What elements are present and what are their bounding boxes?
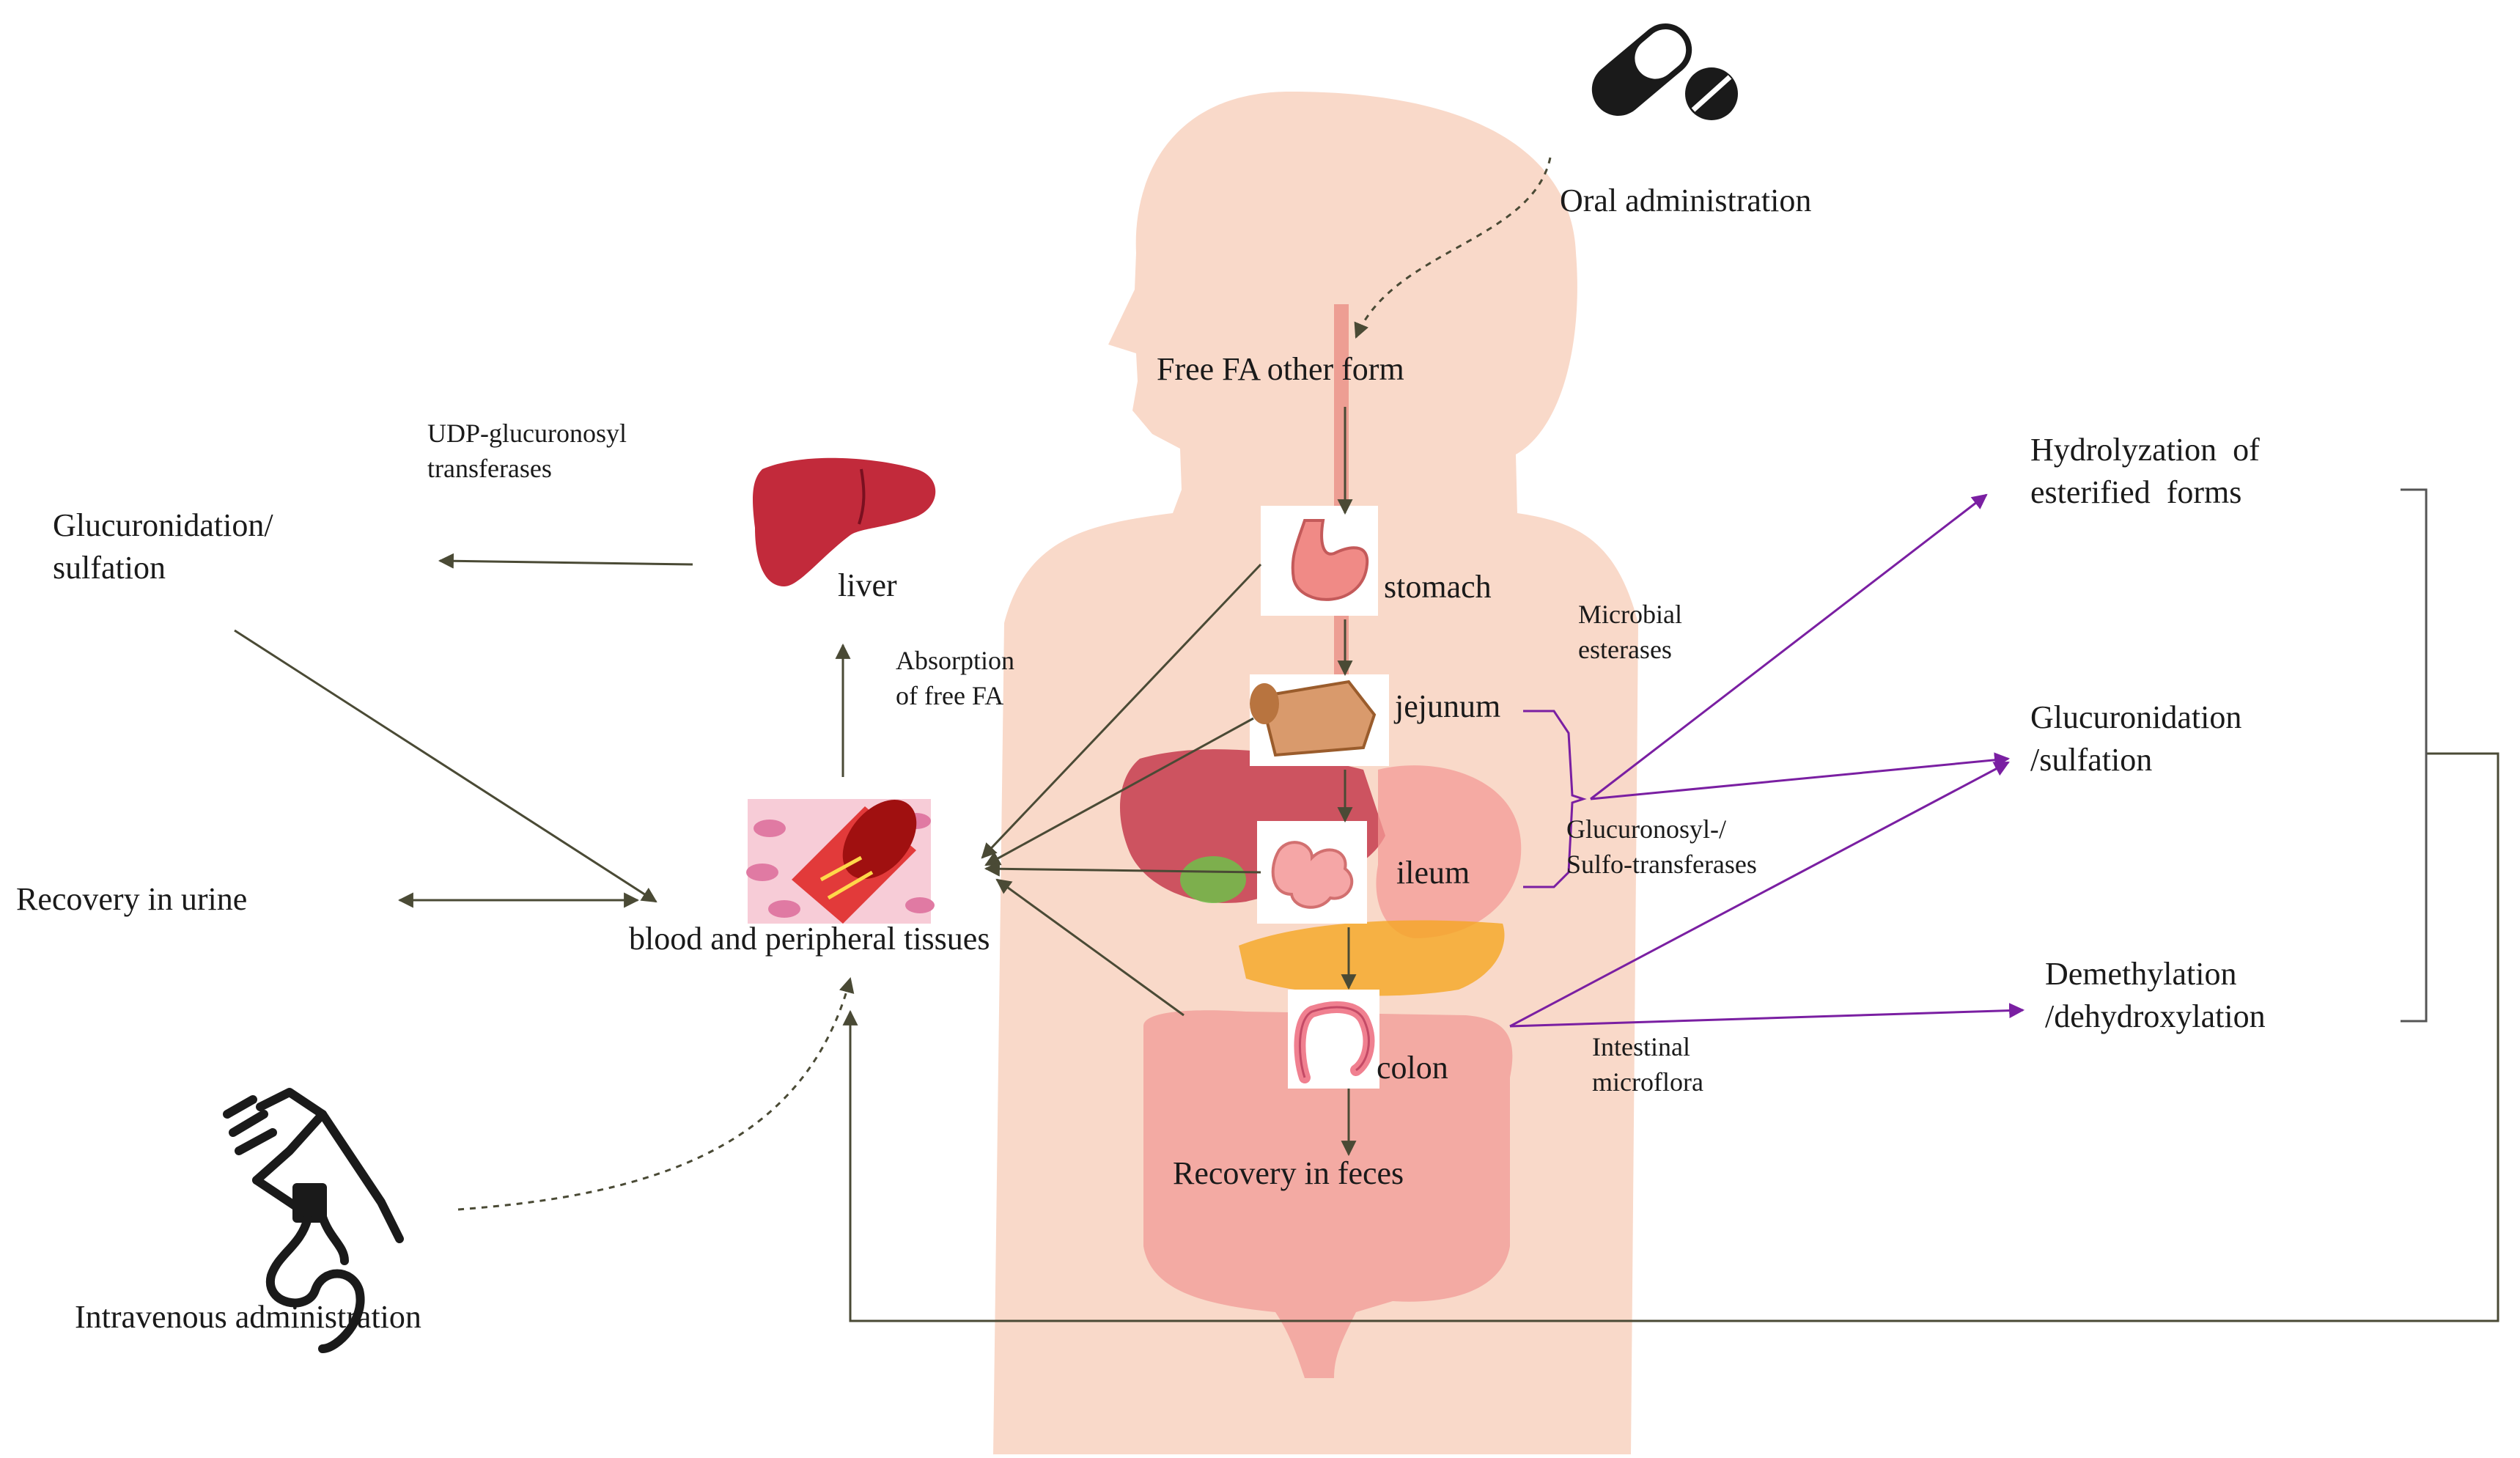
- label-oral-administration: Oral administration: [1560, 183, 1812, 218]
- label-glucuronosyl-sulfo-transferases: Glucuronosyl-/ Sulfo-transferases: [1566, 814, 1757, 879]
- label-recovery-in-feces: Recovery in feces: [1173, 1155, 1404, 1191]
- colon-icon: [1288, 990, 1379, 1089]
- label-ileum: ileum: [1396, 855, 1470, 891]
- iv-drip-arm-icon: [223, 1088, 404, 1353]
- background-stomach-shape: [1376, 765, 1522, 938]
- background-gallbladder-shape: [1180, 856, 1246, 903]
- arrow-ileum-blood: [984, 861, 1261, 877]
- arrow-liver-glucuronidation: [438, 553, 693, 569]
- jejunum-ileum-bracket: [1523, 710, 1587, 888]
- arrow-colon-to-demethylation: [1509, 1003, 2025, 1028]
- arrow-feedback-loop: [842, 752, 2499, 1322]
- label-glucuronidation-right: Glucuronidation /sulfation: [2030, 699, 2242, 778]
- iv-route-curve: [457, 976, 855, 1211]
- label-intestinal-microflora: Intestinal microflora: [1592, 1032, 1703, 1097]
- label-colon: colon: [1377, 1050, 1448, 1086]
- label-udp-glucuronosyl-transferases: UDP-glucuronosyl transferases: [427, 419, 627, 483]
- arrow-glucuronidation-blood: [234, 629, 657, 903]
- label-liver: liver: [838, 567, 897, 603]
- arrow-to-hydrolyzation: [1590, 493, 1988, 800]
- right-group-bracket: [2401, 488, 2428, 1023]
- jejunum-icon: [1250, 674, 1389, 766]
- arrow-to-glucuronidation: [1590, 752, 2011, 800]
- purple-arrows: [1509, 493, 2025, 1028]
- dark-arrows: [234, 407, 2499, 1322]
- label-recovery-in-urine: Recovery in urine: [16, 881, 248, 917]
- ileum-icon: [1257, 821, 1367, 924]
- background-intestine-shape: [1143, 1010, 1513, 1378]
- pill-capsule-icon: [1591, 23, 1738, 120]
- label-intravenous-administration: Intravenous administration: [75, 1299, 421, 1335]
- internal-organs-background: [1120, 304, 1522, 1378]
- arrow-colon-to-glucuronidation: [1509, 761, 2010, 1028]
- label-glucuronidation-left: Glucuronidation/ sulfation: [53, 507, 273, 586]
- label-demethylation-dehydroxylation: Demethylation /dehydroxylation: [2045, 956, 2266, 1035]
- arrow-stomach-blood: [981, 563, 1262, 859]
- background-pancreas-shape: [1239, 920, 1505, 996]
- blood-vessel-icon: [746, 799, 935, 924]
- liver-icon: [753, 457, 936, 586]
- dashed-curves: [457, 157, 1552, 1211]
- arrow-colon-blood: [995, 878, 1185, 1017]
- label-stomach: stomach: [1384, 569, 1492, 605]
- label-microbial-esterases: Microbial esterases: [1578, 600, 1682, 664]
- label-absorption-of-free-fa: Absorption of free FA: [896, 646, 1014, 710]
- label-hydrolyzation-of-esterified-forms: Hydrolyzation of esterified forms: [2030, 432, 2260, 511]
- label-blood-and-peripheral-tissues: blood and peripheral tissues: [629, 921, 990, 957]
- label-free-fa-other-form: Free FA other form: [1157, 351, 1404, 387]
- oral-route-curve: [1354, 157, 1552, 339]
- arrow-jejunum-blood: [984, 717, 1254, 866]
- label-jejunum: jejunum: [1395, 688, 1501, 724]
- stomach-icon: [1261, 506, 1378, 616]
